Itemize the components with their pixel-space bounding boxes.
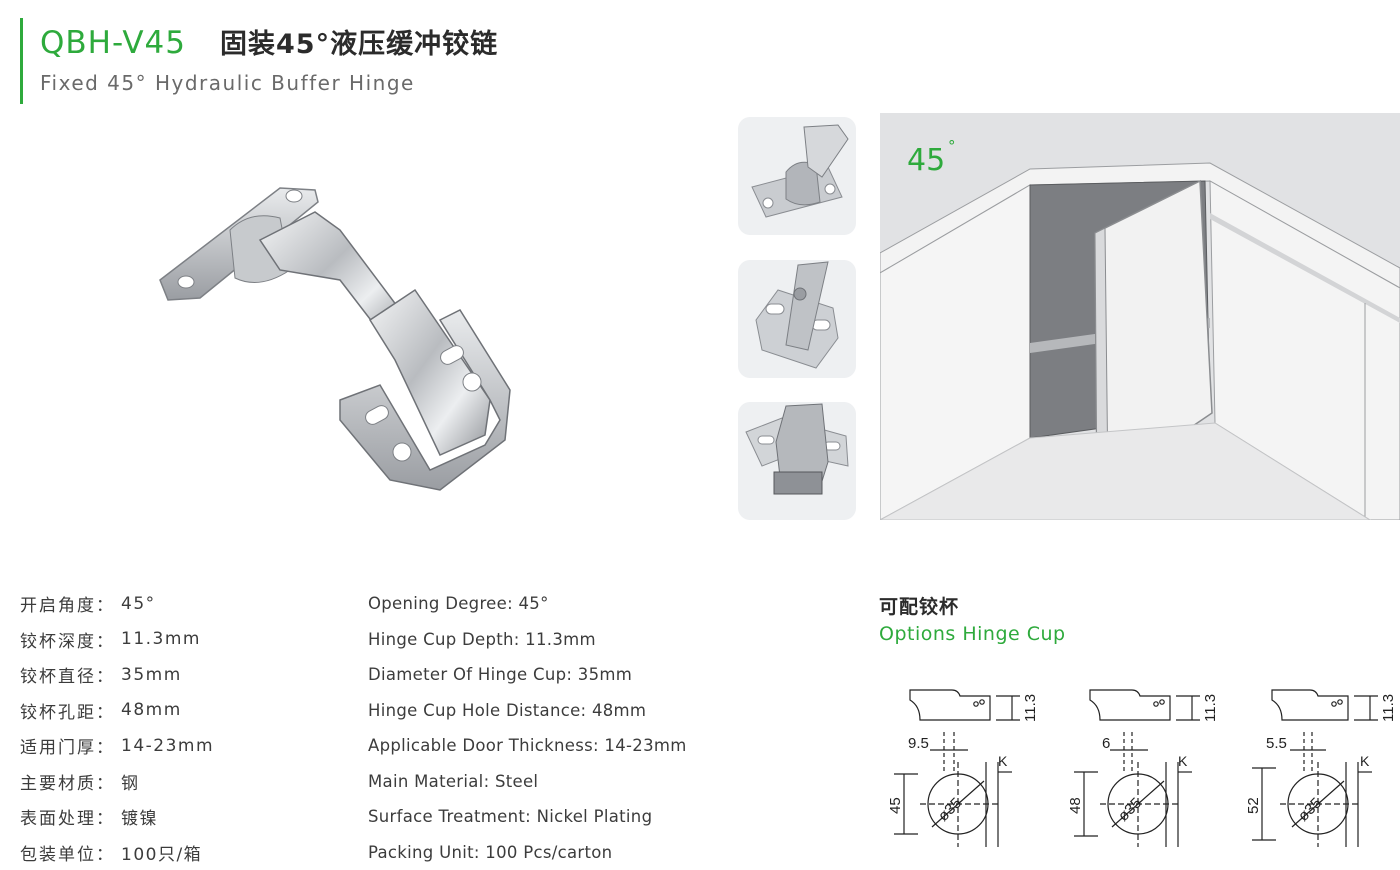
title-row: QBH-V45 固装45°液压缓冲铰链	[40, 22, 498, 61]
spec-line-english: Main Material: Steel	[368, 764, 687, 800]
cup-distance-label: 48	[1067, 797, 1084, 814]
degree-symbol: °	[948, 137, 956, 155]
hinge-product-image	[140, 170, 530, 510]
spec-value: 45°	[121, 594, 156, 614]
spec-value: 14-23mm	[121, 736, 214, 756]
thumbnail-arm-view[interactable]	[738, 402, 856, 520]
spec-row: 表面处理：镀镍	[20, 799, 214, 835]
cup-offset-label: 6	[1102, 735, 1110, 752]
header: QBH-V45 固装45°液压缓冲铰链 Fixed 45° Hydraulic …	[40, 22, 498, 95]
spec-line-english: Surface Treatment: Nickel Plating	[368, 799, 687, 835]
spec-row: 铰杯直径： 35mm	[20, 657, 214, 693]
spec-value: 35mm	[121, 665, 182, 685]
spec-label: 适用门厚：	[20, 733, 115, 758]
thumbnail-hinge-cup-view[interactable]	[738, 117, 856, 235]
spec-label: 开启角度：	[20, 591, 115, 616]
spec-list-chinese: 开启角度： 45° 铰杯深度： 11.3mm 铰杯直径： 35mm 铰杯孔距： 48mm…	[20, 586, 214, 870]
spec-row: 铰杯深度： 11.3mm	[20, 622, 214, 658]
cup-options-title-chinese: 可配铰杯	[879, 592, 1066, 619]
spec-value: 11.3mm	[121, 629, 201, 649]
cabinet-installation-scene: 45 °	[880, 113, 1400, 520]
hinge-cup-options-heading: 可配铰杯 Options Hinge Cup	[879, 592, 1066, 645]
model-number: QBH-V45	[40, 25, 186, 61]
accent-bar	[20, 18, 23, 104]
cup-depth-label: 11.3	[1022, 694, 1039, 722]
spec-row: 铰杯孔距： 48mm	[20, 693, 214, 729]
spec-row: 包装单位：100只/箱	[20, 835, 214, 870]
cup-distance-label: 52	[1245, 797, 1262, 814]
english-title: Fixed 45° Hydraulic Buffer Hinge	[40, 71, 498, 95]
spec-value: 镀镍	[121, 804, 158, 829]
spec-value: 100只/箱	[121, 840, 202, 865]
spec-line-english: Opening Degree: 45°	[368, 586, 687, 622]
spec-line-english: Hinge Cup Depth: 11.3mm	[368, 622, 687, 658]
spec-label: 铰杯深度：	[20, 627, 115, 652]
spec-line-english: Diameter Of Hinge Cup: 35mm	[368, 657, 687, 693]
opening-angle-label: 45	[907, 143, 945, 178]
cup-drawing-3: 11.3 5.5 K 52 ø35	[1238, 682, 1398, 860]
cup-drawing-1: 11.3 9.5 K 45 ø35	[880, 682, 1040, 860]
chinese-title: 固装45°液压缓冲铰链	[220, 22, 498, 61]
spec-row: 适用门厚： 14-23mm	[20, 728, 214, 764]
cup-k-label: K	[1178, 753, 1188, 769]
spec-row: 主要材质：钢	[20, 764, 214, 800]
cup-drawing-2: 11.3 6 K 48 ø35	[1060, 682, 1220, 860]
spec-label: 包装单位：	[20, 840, 115, 865]
cup-offset-label: 9.5	[908, 735, 929, 752]
cup-offset-label: 5.5	[1266, 735, 1287, 752]
spec-label: 表面处理：	[20, 804, 115, 829]
spec-label: 铰杯直径：	[20, 662, 115, 687]
cup-depth-label: 11.3	[1380, 694, 1397, 722]
spec-label: 主要材质：	[20, 769, 115, 794]
spec-line-english: Hinge Cup Hole Distance: 48mm	[368, 693, 687, 729]
cup-depth-label: 11.3	[1202, 694, 1219, 722]
spec-value: 48mm	[121, 700, 182, 720]
cup-k-label: K	[1360, 753, 1370, 769]
spec-line-english: Applicable Door Thickness: 14-23mm	[368, 728, 687, 764]
cup-distance-label: 45	[887, 797, 904, 814]
thumbnail-mounting-plate-view[interactable]	[738, 260, 856, 378]
cup-k-label: K	[998, 753, 1008, 769]
spec-line-english: Packing Unit: 100 Pcs/carton	[368, 835, 687, 870]
cup-options-title-english: Options Hinge Cup	[879, 623, 1066, 645]
spec-row: 开启角度： 45°	[20, 586, 214, 622]
spec-list-english: Opening Degree: 45° Hinge Cup Depth: 11.…	[368, 586, 687, 870]
spec-value: 钢	[121, 769, 140, 794]
spec-label: 铰杯孔距：	[20, 698, 115, 723]
